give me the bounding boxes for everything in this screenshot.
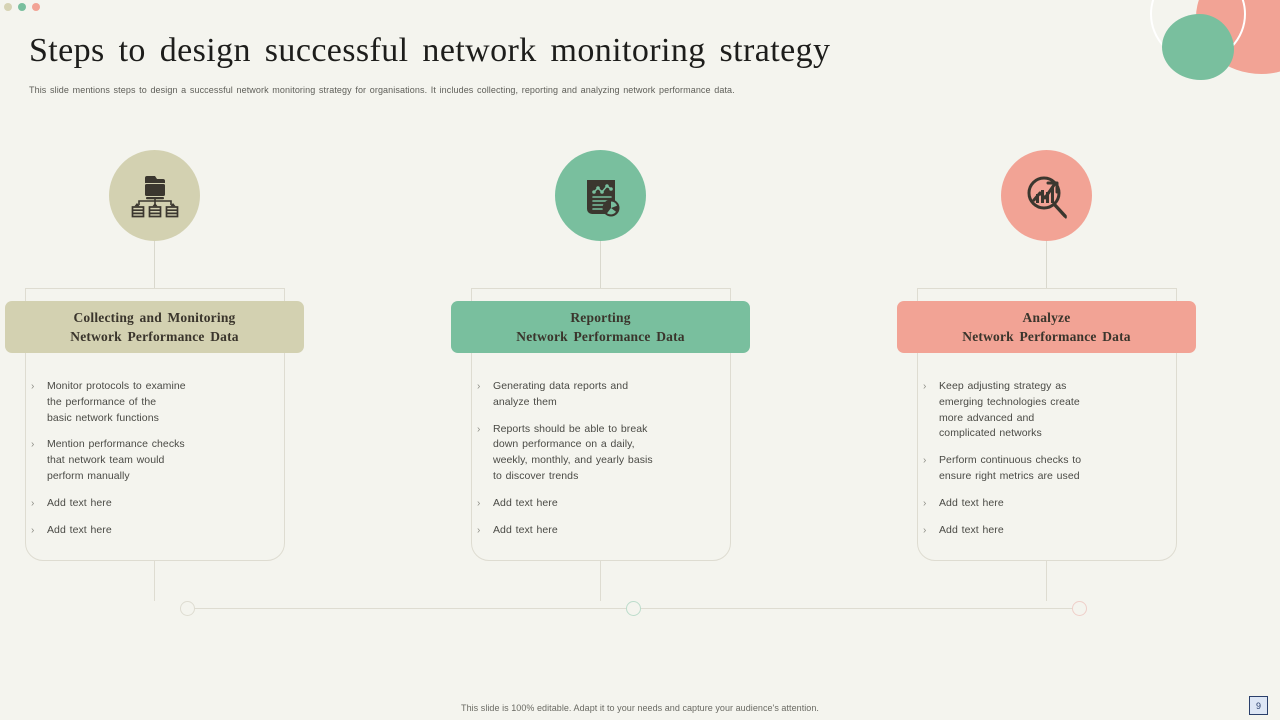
bullet-marker-icon: › [477, 381, 481, 392]
step-1-card-outline [25, 288, 285, 561]
decorative-blob-green [1162, 14, 1234, 80]
bullet-text: Mention performance checks that network … [47, 438, 185, 482]
bullet-text[interactable]: Add text here [939, 523, 1004, 536]
step-1-icon-badge [109, 150, 200, 241]
timeline-node-3[interactable] [1072, 601, 1087, 616]
magnifier-growth-chart-icon [1027, 176, 1067, 219]
timeline-node-2[interactable] [626, 601, 641, 616]
timeline-node-1[interactable] [180, 601, 195, 616]
bullet-marker-icon: › [923, 524, 927, 536]
list-item: › Generating data reports and analyze th… [477, 379, 727, 411]
bullet-text: Perform continuous checks to ensure righ… [939, 454, 1082, 482]
bullet-marker-icon: › [31, 439, 35, 451]
list-item: › Mention performance checks that networ… [31, 437, 281, 484]
step-3-title-line1: Analyze [1022, 309, 1071, 325]
step-2-connector-top [600, 241, 601, 289]
step-3-icon-badge [1001, 150, 1092, 241]
bullet-text: Generating data reports and analyze them [493, 380, 629, 408]
bullet-marker-icon: › [923, 455, 927, 467]
step-2-header[interactable]: Reporting Network Performance Data [451, 301, 750, 353]
list-item: › Keep adjusting strategy as emerging te… [923, 379, 1173, 442]
bullet-marker-icon: › [31, 381, 35, 392]
step-column-3: Analyze Network Performance Data › Keep … [896, 0, 1276, 640]
step-2-title-line1: Reporting [570, 309, 631, 325]
bullet-marker-icon: › [31, 524, 35, 536]
bullet-marker-icon: › [477, 423, 481, 435]
step-3-title-line2: Network Performance Data [962, 329, 1131, 344]
list-item: › Add text here [31, 523, 281, 539]
step-3-card-outline [917, 288, 1177, 561]
window-controls [4, 3, 40, 11]
step-1-connector-top [154, 241, 155, 289]
bullet-text: Reports should be able to break down per… [493, 422, 653, 482]
bullet-marker-icon: › [923, 497, 927, 509]
step-column-1: Collecting and Monitoring Network Perfor… [4, 0, 384, 640]
step-1-title-line2: Network Performance Data [70, 329, 239, 344]
bullet-marker-icon: › [477, 497, 481, 509]
step-column-2: Reporting Network Performance Data › Gen… [450, 0, 830, 640]
step-3-connector-top [1046, 241, 1047, 289]
list-item: › Monitor protocols to examine the perfo… [31, 379, 281, 426]
report-document-chart-icon [586, 179, 619, 216]
bullet-text[interactable]: Add text here [47, 523, 112, 536]
window-dot-olive[interactable] [4, 3, 12, 11]
bullet-text[interactable]: Add text here [493, 496, 558, 509]
list-item: › Add text here [31, 496, 281, 512]
step-2-title-line2: Network Performance Data [516, 329, 685, 344]
step-1-connector-bottom [154, 561, 155, 601]
footer-note: This slide is 100% editable. Adapt it to… [461, 703, 819, 713]
bullet-text: Keep adjusting strategy as emerging tech… [939, 380, 1080, 440]
window-dot-green[interactable] [18, 3, 26, 11]
page-subtitle: This slide mentions steps to design a su… [29, 85, 735, 95]
step-3-connector-bottom [1046, 561, 1047, 601]
step-3-header[interactable]: Analyze Network Performance Data [897, 301, 1196, 353]
step-2-connector-bottom [600, 561, 601, 601]
bullet-marker-icon: › [923, 381, 927, 392]
window-dot-salmon[interactable] [32, 3, 40, 11]
list-item: › Add text here [923, 523, 1173, 539]
decorative-corner-graphic [1120, 0, 1280, 110]
list-item: › Reports should be able to break down p… [477, 422, 727, 485]
bullet-marker-icon: › [477, 524, 481, 536]
step-3-bullet-list: › Keep adjusting strategy as emerging te… [923, 379, 1173, 550]
list-item: › Perform continuous checks to ensure ri… [923, 453, 1173, 485]
page-number-badge[interactable]: 9 [1249, 696, 1268, 715]
bullet-text[interactable]: Add text here [493, 523, 558, 536]
bullet-text: Monitor protocols to examine the perform… [47, 380, 186, 424]
bullet-marker-icon: › [31, 497, 35, 509]
network-data-collection-icon [131, 175, 178, 217]
list-item: › Add text here [923, 496, 1173, 512]
page-title: Steps to design successful network monit… [29, 32, 831, 69]
step-2-icon-badge [555, 150, 646, 241]
bullet-text[interactable]: Add text here [939, 496, 1004, 509]
list-item: › Add text here [477, 523, 727, 539]
step-2-bullet-list: › Generating data reports and analyze th… [477, 379, 727, 550]
list-item: › Add text here [477, 496, 727, 512]
step-2-card-outline [471, 288, 731, 561]
bullet-text[interactable]: Add text here [47, 496, 112, 509]
step-1-bullet-list: › Monitor protocols to examine the perfo… [31, 379, 281, 550]
step-1-title-line1: Collecting and Monitoring [73, 309, 236, 325]
step-1-header[interactable]: Collecting and Monitoring Network Perfor… [5, 301, 304, 353]
